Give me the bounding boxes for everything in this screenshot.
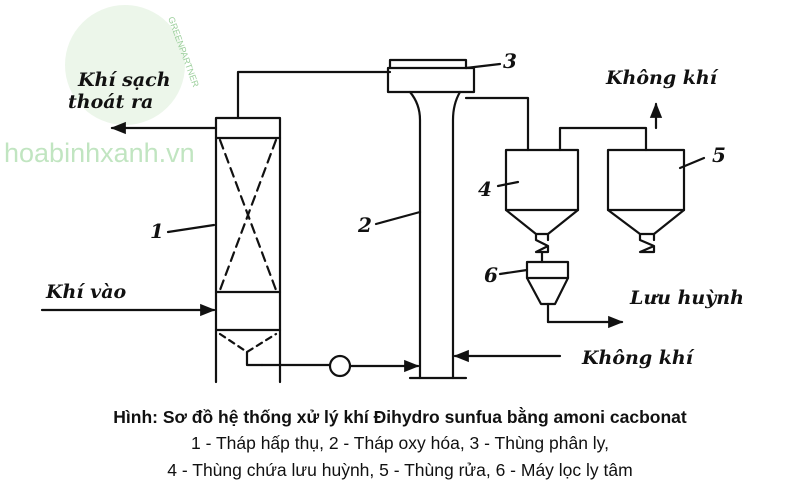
label-clean-gas-line1: Khí sạch xyxy=(77,69,171,91)
separator-tank xyxy=(386,58,476,94)
figure-caption: Hình: Sơ đồ hệ thống xử lý khí Đihydro s… xyxy=(0,400,800,500)
label-clean-gas-line2: thoát ra xyxy=(68,91,153,113)
pipe-tank4-to-tank5 xyxy=(558,126,648,152)
number-5: 5 xyxy=(712,143,726,167)
washing-tank xyxy=(606,148,686,254)
number-4: 4 xyxy=(478,177,492,201)
pipe-separator-to-tank4 xyxy=(464,96,530,152)
label-air-bottom: Không khí xyxy=(581,347,695,369)
label-gas-in: Khí vào xyxy=(45,281,127,303)
label-air-top: Không khí xyxy=(605,67,719,89)
number-3: 3 xyxy=(503,49,517,73)
process-flow-diagram: GREENPARTNER hoabinhxanh.vn xyxy=(4,5,744,384)
label-sulfur: Lưu huỳnh xyxy=(629,287,744,309)
pipe-tower1-to-separator xyxy=(236,70,392,120)
oxidation-tower xyxy=(408,90,468,380)
absorption-tower xyxy=(214,116,282,384)
number-6: 6 xyxy=(484,263,498,287)
centrifuge xyxy=(525,260,570,324)
watermark-site-text: hoabinhxanh.vn xyxy=(4,138,195,168)
caption-title: Hình: Sơ đồ hệ thống xử lý khí Đihydro s… xyxy=(113,407,687,427)
caption-legend-line1: 1 - Tháp hấp thụ, 2 - Tháp oxy hóa, 3 - … xyxy=(190,433,609,453)
caption-legend-line2: 4 - Thùng chứa lưu huỳnh, 5 - Thùng rửa,… xyxy=(167,460,633,480)
number-2: 2 xyxy=(357,213,372,237)
pump xyxy=(328,354,352,378)
sulfur-tank xyxy=(504,148,580,264)
number-1: 1 xyxy=(150,219,164,243)
